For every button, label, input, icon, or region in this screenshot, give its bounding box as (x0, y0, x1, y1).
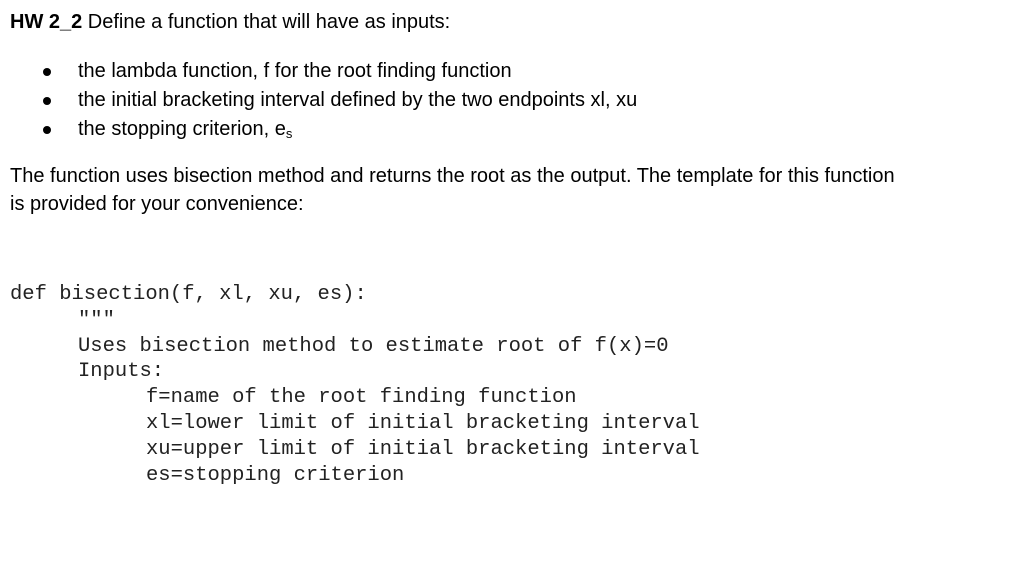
bullet-icon (43, 97, 51, 105)
code-docstring-open: """ (78, 308, 115, 332)
assignment-prompt: Define a function that will have as inpu… (82, 11, 451, 33)
code-input-line: xl=lower limit of initial bracketing int… (146, 411, 700, 435)
code-input-line: f=name of the root finding function (146, 386, 577, 410)
paragraph-line: is provided for your convenience: (10, 193, 304, 215)
description-paragraph: The function uses bisection method and r… (10, 162, 1000, 218)
bullet-icon (43, 126, 51, 134)
assignment-number: HW 2_2 (10, 11, 83, 33)
bullet-icon (43, 68, 51, 76)
code-template: def bisection(f, xl, xu, es):"""Uses bis… (10, 282, 700, 488)
code-input-line: es=stopping criterion (146, 463, 405, 487)
list-item-text: the initial bracketing interval defined … (78, 89, 638, 111)
code-description-line: Uses bisection method to estimate root o… (78, 334, 669, 358)
list-item-text: the lambda function, f for the root find… (78, 60, 512, 82)
code-inputs-label: Inputs: (78, 360, 165, 384)
paragraph-line: The function uses bisection method and r… (10, 165, 895, 187)
list-item-text: the stopping criterion, e (78, 118, 286, 140)
inputs-bullet-list: the lambda function, f for the root find… (0, 57, 637, 144)
list-item: the stopping criterion, es (0, 115, 637, 144)
code-def-line: def bisection(f, xl, xu, es): (10, 283, 367, 306)
assignment-heading: HW 2_2 Define a function that will have … (10, 9, 450, 35)
list-item: the initial bracketing interval defined … (0, 86, 637, 115)
code-input-line: xu=upper limit of initial bracketing int… (146, 437, 700, 461)
list-item: the lambda function, f for the root find… (0, 57, 637, 86)
subscript: s (285, 126, 293, 141)
